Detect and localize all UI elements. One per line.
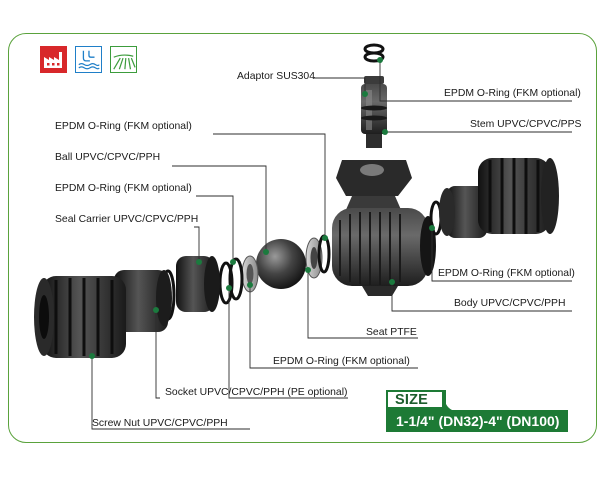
right-screw-nut-part (478, 158, 559, 234)
adaptor-label: Adaptor SUS304 (237, 71, 315, 82)
top-o-ring-part (363, 43, 385, 63)
water-icon (75, 46, 102, 73)
diagram-frame (8, 33, 597, 443)
stem-part (361, 76, 387, 148)
body-part (332, 160, 436, 296)
carrier-o-ring-label: EPDM O-Ring (FKM optional) (55, 183, 192, 194)
left-screw-nut-part (34, 276, 126, 358)
body-o-ring-part (317, 234, 331, 274)
ball-o-ring-label: EPDM O-Ring (FKM optional) (55, 121, 192, 132)
body-label: Body UPVC/CPVC/PPH (454, 298, 566, 309)
right-o-ring-label: EPDM O-Ring (FKM optional) (438, 268, 575, 279)
left-union-end-part (114, 270, 172, 332)
screw-nut-label: Screw Nut UPVC/CPVC/PPH (92, 418, 228, 429)
size-value: 1-1/4" (DN32)-4" (DN100) (396, 413, 560, 429)
carrier-o-rings-part (218, 257, 244, 305)
size-title: SIZE (395, 392, 429, 408)
top-o-ring-label: EPDM O-Ring (FKM optional) (444, 88, 581, 99)
leader-lines (91, 60, 572, 430)
stem-label: Stem UPVC/CPVC/PPS (470, 119, 582, 130)
seat-label: Seat PTFE (366, 327, 417, 338)
bottom-o-ring-label: EPDM O-Ring (FKM optional) (273, 356, 410, 367)
left-socket-part (176, 256, 220, 312)
size-panel (386, 390, 568, 432)
right-socket-part (439, 186, 487, 238)
field-icon (110, 46, 137, 73)
socket-label: Socket UPVC/CPVC/PPH (PE optional) (165, 387, 348, 398)
ball-label: Ball UPVC/CPVC/PPH (55, 152, 161, 163)
factory-icon (40, 46, 67, 73)
ball-part (256, 239, 306, 289)
seal-carrier-label: Seal Carrier UPVC/CPVC/PPH (55, 214, 199, 225)
leader-dots (89, 57, 435, 359)
